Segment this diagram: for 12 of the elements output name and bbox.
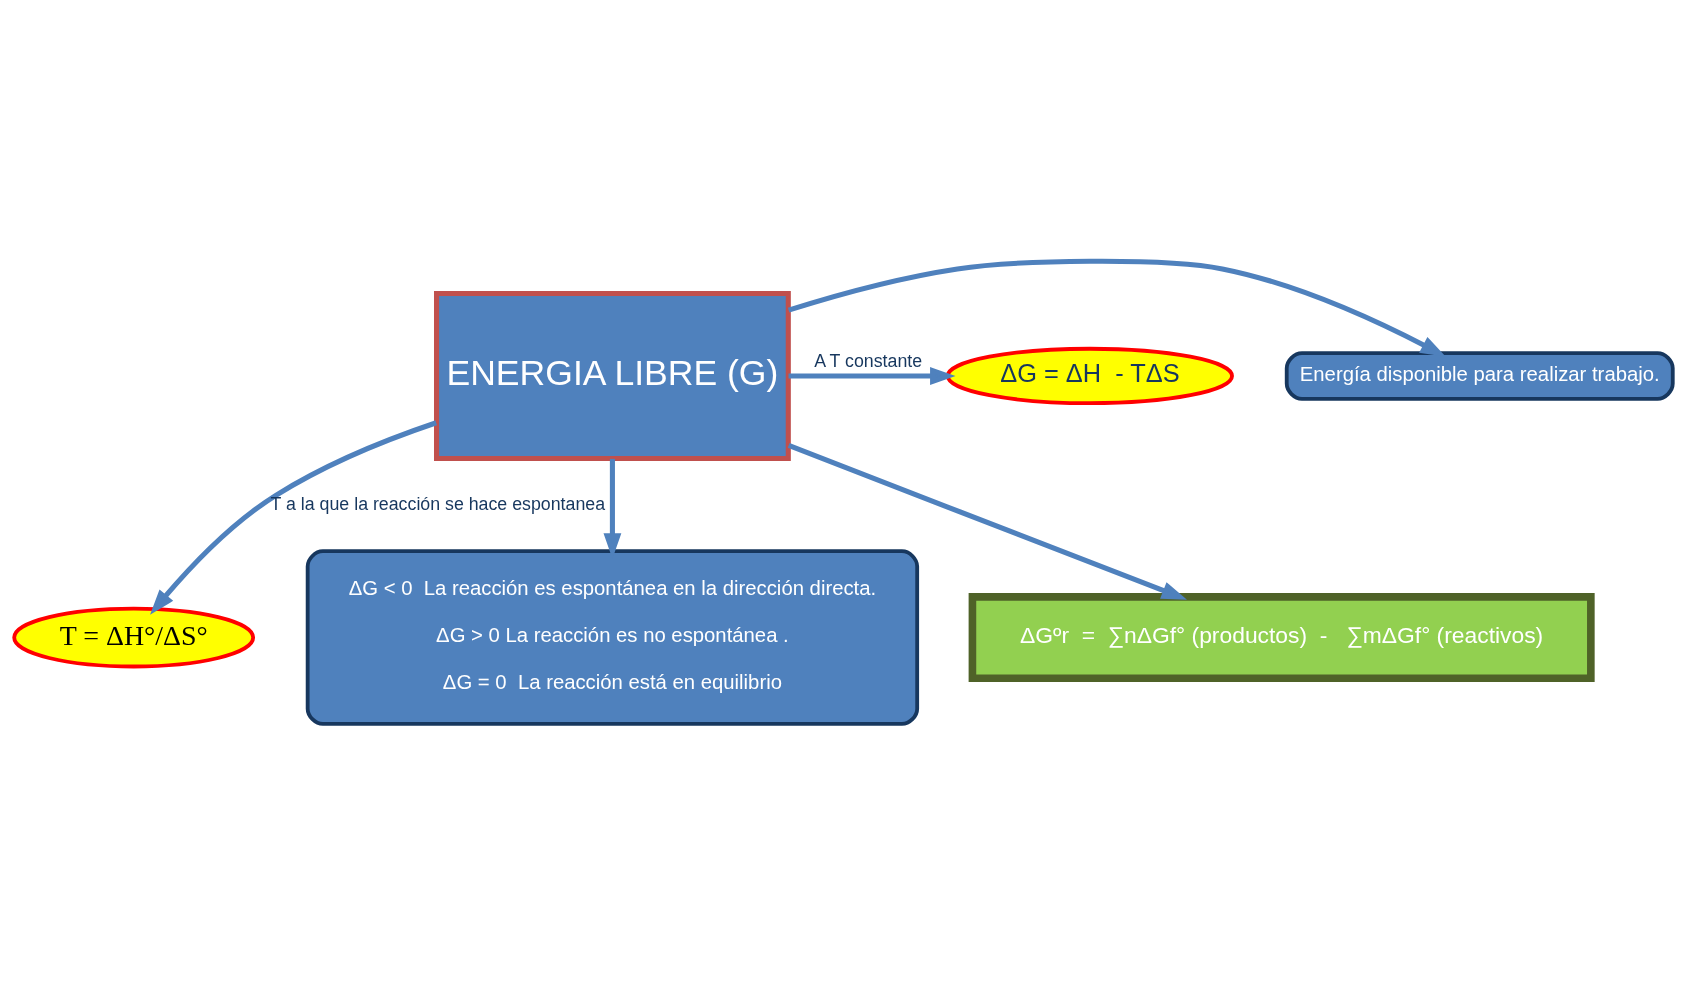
node-ellipse: T = ΔH°/ΔS°: [12, 606, 256, 669]
edge-label: T a la que la reacción se hace espontanea: [270, 493, 606, 514]
node-box: ΔGºr = ∑nΔGf° (productos) - ∑mΔGf° (reactivos): [968, 593, 1595, 682]
edge-label: A T constante: [814, 351, 923, 372]
arrow: [787, 443, 1188, 600]
arrow: [788, 367, 956, 385]
node-box: ENERGIA LIBRE (G): [434, 290, 791, 462]
arrow: [150, 420, 438, 615]
arrow: [787, 258, 1446, 357]
node-ellipse: ΔG = ΔH - TΔS: [945, 346, 1234, 406]
node-box: Energía disponible para realizar trabajo.: [1284, 351, 1675, 401]
node-box: ΔG < 0 La reacción es espontánea en la dirección directa. ΔG > 0 La reacción es no espontánea . ΔG = 0 La reacción está en equilibrio: [305, 549, 920, 726]
